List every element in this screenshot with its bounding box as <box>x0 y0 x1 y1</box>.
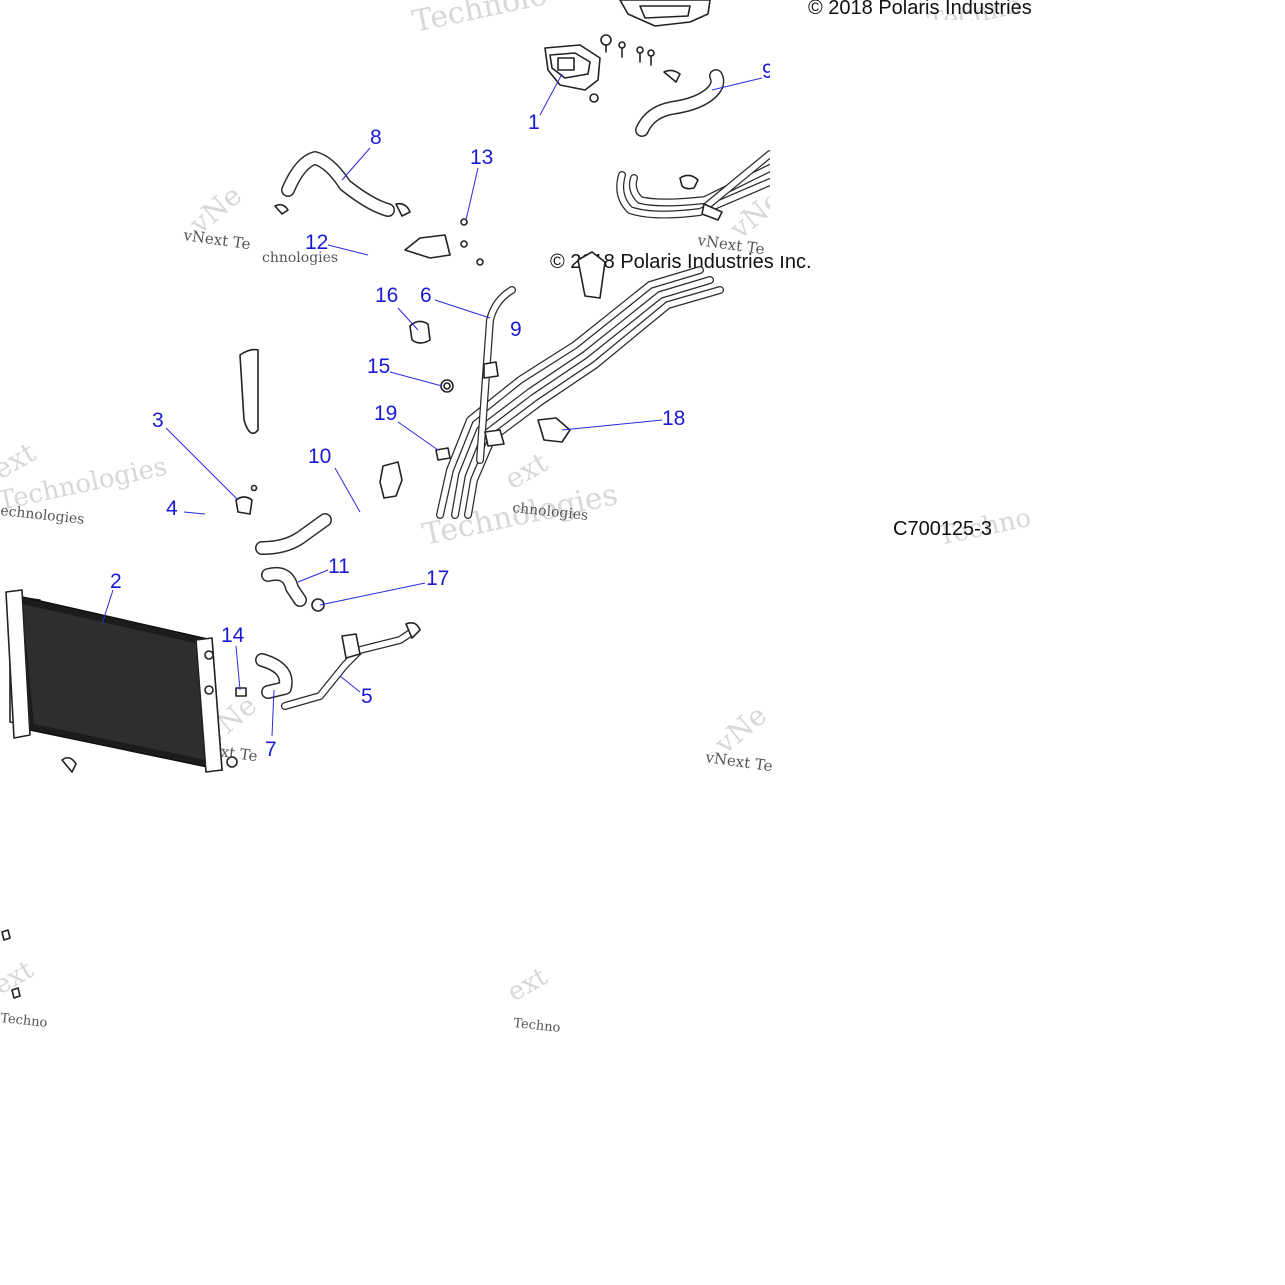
clamp-3 <box>235 484 258 515</box>
callout-19: 19 <box>374 402 397 425</box>
copyright-notice: © 2018 Polaris Industries Inc. <box>550 251 812 273</box>
callout-11: 11 <box>328 555 350 578</box>
watermark-text: Techno <box>513 1016 562 1036</box>
callout-18: 18 <box>662 407 685 430</box>
coolant-pipe-bundle-upper <box>616 150 774 221</box>
callout-7: 7 <box>265 738 277 761</box>
bolt-lower <box>1 929 21 999</box>
leader-lines <box>101 73 763 737</box>
callout-16: 16 <box>375 284 398 307</box>
callout-3: 3 <box>152 409 164 432</box>
callout-6: 6 <box>420 284 432 307</box>
callout-14: 14 <box>221 624 245 647</box>
callout-4: 4 <box>166 497 178 520</box>
callout-17: 17 <box>426 567 449 590</box>
coolant-reservoir <box>239 348 259 435</box>
callout-5: 5 <box>361 685 373 708</box>
watermark-text: chnologies <box>262 250 338 266</box>
watermark-text: vNext Te <box>181 226 251 253</box>
callout-9-partial: 9 <box>510 318 522 341</box>
coolant-valve-assembly <box>544 34 612 103</box>
callout-2: 2 <box>110 570 122 593</box>
tile-mask <box>770 20 1010 256</box>
retainer-clip <box>379 461 403 499</box>
callout-12: 12 <box>305 231 328 254</box>
watermark-text: Technolo <box>409 0 550 40</box>
coolant-hose-10 <box>255 513 332 555</box>
watermark-text: ext <box>503 962 554 1009</box>
callout-9: 9 <box>762 60 774 83</box>
watermark-text: vNext Te <box>703 748 773 775</box>
coolant-pipe-5 <box>281 622 421 710</box>
coolant-hose-7 <box>255 653 293 699</box>
coolant-hose-11 <box>261 566 307 607</box>
hose-clamp-15 <box>440 379 454 393</box>
cap-17 <box>311 598 325 612</box>
mounting-bracket <box>619 0 711 27</box>
callout-15: 15 <box>367 355 390 378</box>
coolant-pipe-bundle-main <box>436 251 724 519</box>
coolant-hose-9 <box>635 69 725 137</box>
watermark-text: chnologies <box>512 500 589 524</box>
fitting-19 <box>435 447 451 461</box>
clip-14 <box>235 687 247 697</box>
watermark-text: Techno <box>0 1011 48 1031</box>
copyright-notice: © 2018 Polaris Industries <box>808 0 1032 19</box>
callout-10: 10 <box>308 445 331 468</box>
callout-1: 1 <box>528 111 540 134</box>
coolant-hose-6 <box>476 286 516 464</box>
radiator <box>5 589 238 773</box>
diagram-reference-code: C700125-3 <box>893 518 992 540</box>
callout-8: 8 <box>370 126 382 149</box>
watermark-text: ext <box>499 445 554 496</box>
support-bracket-12 <box>404 218 484 266</box>
callouts: 1 2 3 4 5 6 7 8 9 9 10 11 12 13 14 15 16… <box>110 60 774 761</box>
coolant-hose-8 <box>274 151 411 217</box>
callout-13: 13 <box>470 146 493 169</box>
watermark-text: echnologies <box>0 503 85 528</box>
